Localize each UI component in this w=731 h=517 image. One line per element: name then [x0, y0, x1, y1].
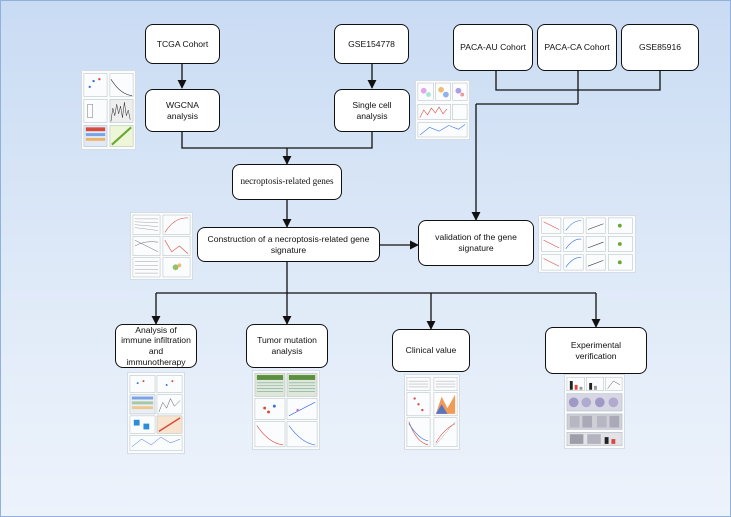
node-paca-au-cohort: PACA-AU Cohort — [453, 24, 533, 71]
node-construction-signature: Construction of a necroptosis-related ge… — [197, 227, 380, 262]
node-paca-ca-cohort: PACA-CA Cohort — [537, 24, 617, 71]
node-immune-analysis: Analysis of immune infiltration and immu… — [115, 324, 197, 368]
node-validation-signature: validation of the gene signature — [418, 220, 534, 266]
node-experimental-verification: Experimental verification — [545, 327, 647, 374]
node-gse85916: GSE85916 — [621, 24, 699, 71]
single-cell-thumbnail — [415, 80, 470, 140]
node-gse154778: GSE154778 — [334, 24, 409, 64]
construction-thumbnail — [130, 212, 193, 280]
tumor-mutation-thumbnail — [252, 370, 320, 450]
clinical-thumbnail — [404, 374, 460, 450]
node-clinical-value: Clinical value — [392, 329, 470, 372]
node-tumor-mutation-analysis: Tumor mutation analysis — [246, 324, 328, 368]
node-wgcna-analysis: WGCNA analysis — [145, 89, 220, 132]
node-tcga-cohort: TCGA Cohort — [145, 24, 220, 64]
node-necroptosis-related-genes: necroptosis-related genes — [232, 164, 342, 200]
node-single-cell-analysis: Single cell analysis — [334, 89, 410, 132]
wgcna-thumbnail — [81, 70, 136, 150]
validation-thumbnail — [538, 215, 636, 273]
immune-thumbnail — [127, 372, 185, 454]
merge-wgcna-singlecell — [181, 132, 373, 149]
experimental-thumbnail — [564, 374, 625, 449]
